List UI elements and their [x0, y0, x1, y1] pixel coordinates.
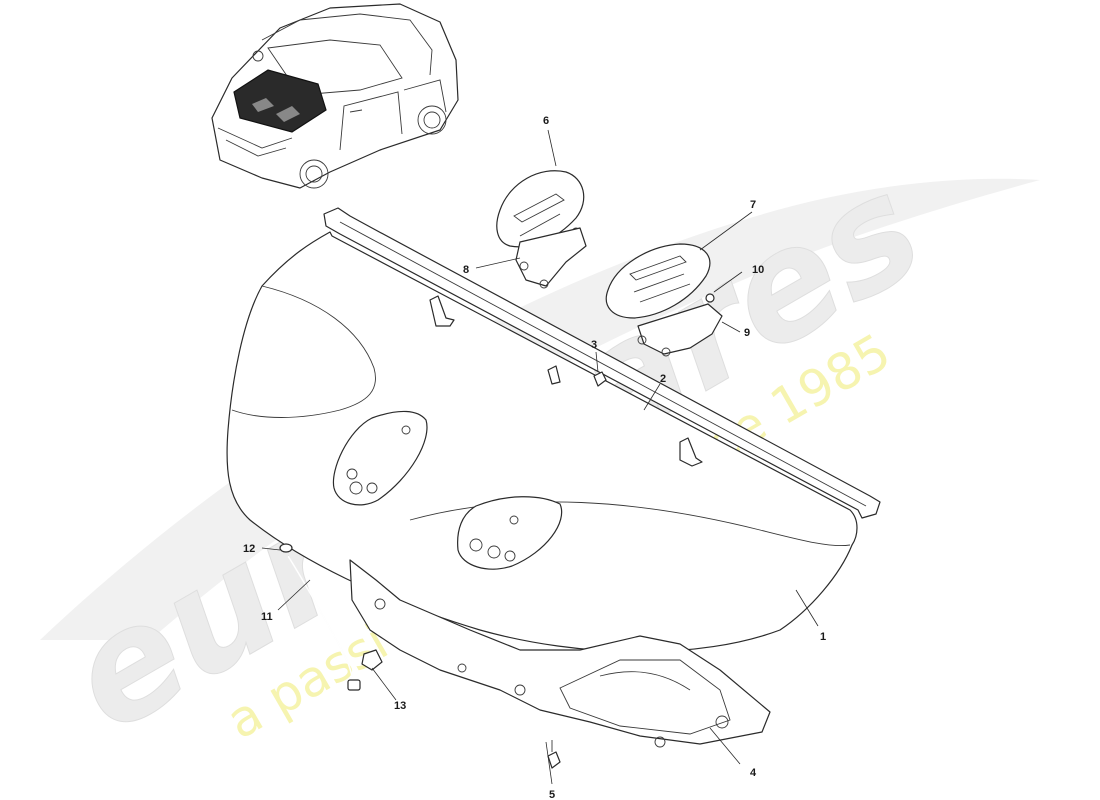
callout-10: 10 [752, 264, 764, 276]
left-gasket [515, 227, 587, 289]
callout-11: 11 [261, 611, 273, 623]
callout-2: 2 [660, 373, 666, 385]
nut-3 [593, 371, 607, 387]
callout-5: 5 [549, 789, 555, 800]
insulation-pad [349, 559, 771, 748]
callout-4: 4 [750, 767, 757, 779]
leader-lines [261, 129, 819, 785]
left-air-scoop [496, 170, 585, 248]
bonnet-panel [226, 231, 858, 653]
clip-13 [361, 649, 383, 671]
callout-12: 12 [243, 543, 255, 555]
grommet-12 [279, 543, 293, 553]
car-thumbnail [211, 3, 459, 189]
support-rod [287, 555, 361, 691]
callout-6: 6 [543, 115, 549, 127]
callout-1: 1 [820, 631, 826, 643]
callout-labels: 1 2 3 4 5 6 7 8 9 10 11 12 13 [243, 115, 826, 800]
clip-5 [547, 740, 561, 769]
clip-10 [705, 293, 715, 303]
callout-9: 9 [744, 327, 750, 339]
right-gasket [637, 303, 723, 357]
seal-strip [323, 207, 881, 519]
callout-7: 7 [750, 199, 756, 211]
callout-8: 8 [463, 264, 469, 276]
callout-3: 3 [591, 339, 597, 351]
callout-13: 13 [394, 700, 406, 712]
right-air-scoop [605, 243, 711, 319]
